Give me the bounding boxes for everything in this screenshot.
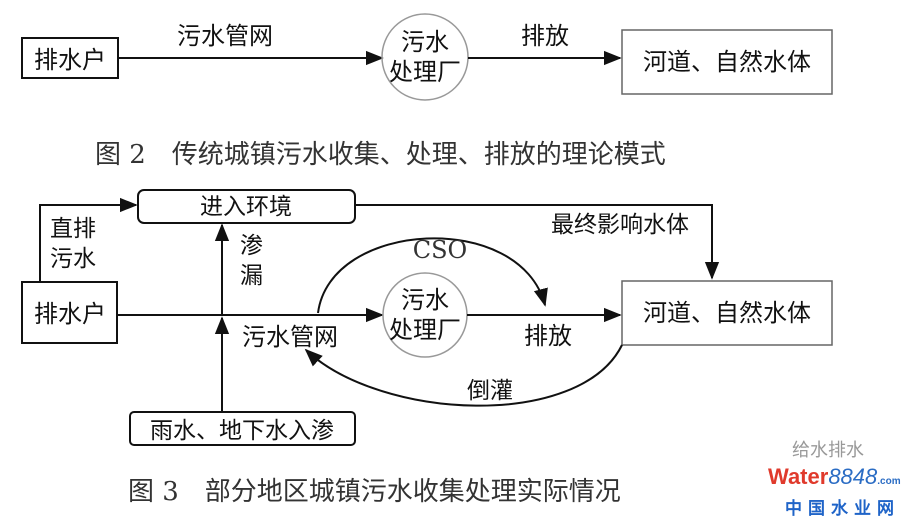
final-impact-label: 最终影响水体: [551, 212, 689, 238]
figure-2-caption: 图 2 传统城镇污水收集、处理、排放的理论模式: [95, 140, 666, 170]
plant-label-1: 污水: [401, 28, 449, 56]
cso-label: CSO: [413, 236, 467, 264]
source-box: [21, 281, 118, 344]
figure-3-caption: 图 3 部分地区城镇污水收集处理实际情况: [128, 477, 621, 507]
plant-label-1: 污水: [401, 286, 449, 314]
watermark-brand-b: 8848: [828, 464, 878, 489]
backflow-label: 倒灌: [467, 378, 513, 404]
environment-label: 进入环境: [200, 194, 292, 220]
pipe-label: 污水管网: [177, 22, 273, 50]
infiltration-box: [129, 411, 356, 446]
water-body-box: [621, 29, 833, 95]
watermark-site: 中国水业网: [785, 498, 900, 518]
infiltration-label: 雨水、地下水入渗: [150, 418, 334, 444]
water-body-label: 河道、自然水体: [643, 48, 811, 76]
direct-label-1: 直排: [50, 216, 96, 242]
source-label: 排水户: [34, 46, 106, 74]
figure-2: [21, 13, 833, 101]
watermark-account: 给水排水: [792, 440, 864, 460]
treatment-plant-circle: [381, 13, 469, 101]
direct-label-2: 污水: [50, 246, 96, 272]
discharge-label: 排放: [521, 22, 569, 50]
figure-3: [21, 189, 833, 446]
watermark-brand-a: Water: [768, 464, 829, 489]
discharge-label: 排放: [524, 322, 572, 350]
final-impact-arrow: [355, 204, 720, 280]
leak-label-1: 渗: [240, 233, 263, 259]
direct-discharge-arrow: [39, 197, 138, 282]
watermark-domain: .com: [877, 476, 900, 487]
environment-box: [137, 189, 356, 224]
plant-label-2: 处理厂: [389, 316, 461, 344]
backflow-arc: [304, 344, 623, 407]
plant-label-2: 处理厂: [389, 58, 461, 86]
svg-text:Water8848.com: Water8848.com: [768, 464, 901, 489]
watermark: 给水排水 Water8848.com 中国水业网: [768, 440, 901, 518]
pipe-label: 污水管网: [242, 323, 338, 351]
source-label: 排水户: [34, 300, 106, 328]
leak-label-2: 漏: [240, 263, 263, 289]
cso-arc: [317, 237, 548, 314]
water-body-box: [621, 280, 833, 346]
water-body-label: 河道、自然水体: [643, 299, 811, 327]
